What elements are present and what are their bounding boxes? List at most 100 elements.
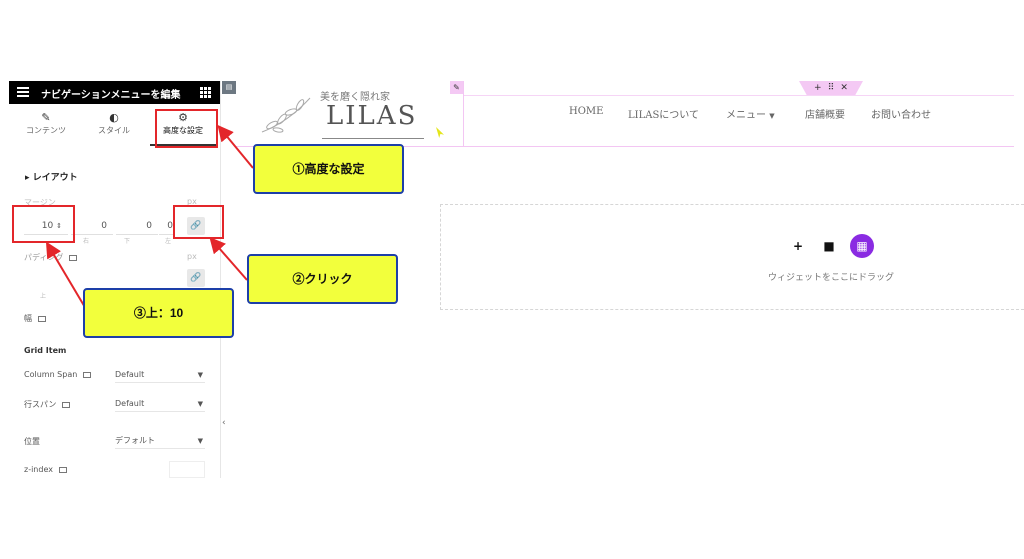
annotation-box-margin-top	[12, 205, 75, 243]
nav-item-shop-info[interactable]: 店舗概要	[805, 110, 845, 121]
arrow-to-advanced-tab	[217, 124, 254, 169]
template-library-button[interactable]: ▦	[850, 234, 874, 258]
add-template-button[interactable]: ■	[817, 234, 841, 258]
desktop-icon[interactable]	[58, 466, 67, 473]
stepper-icon[interactable]: ⇕	[56, 222, 62, 230]
desktop-icon[interactable]	[62, 401, 71, 408]
header-outline	[463, 81, 464, 147]
margin-right-value: 0	[101, 221, 107, 231]
margin-right-sublabel: 右	[83, 238, 90, 245]
panel-header: ナビゲーションメニューを編集	[9, 81, 220, 104]
add-icon[interactable]: +	[814, 83, 822, 93]
callout-click: ②クリック	[247, 254, 398, 304]
hamburger-menu-icon[interactable]	[17, 87, 29, 97]
margin-label: マージン	[24, 198, 56, 207]
site-logo[interactable]: 美を磨く隠れ家 LILAS	[258, 88, 428, 142]
caret-down-icon: ▼	[197, 371, 203, 379]
site-header	[236, 81, 1014, 147]
contrast-icon: ◐	[109, 111, 119, 124]
active-tab-indicator	[150, 144, 216, 146]
row-span-select[interactable]: Default ▼	[115, 396, 205, 412]
row-span-value: Default	[115, 399, 145, 408]
folder-icon: ■	[823, 239, 835, 253]
pencil-icon: ✎	[41, 111, 51, 124]
grid-item-title: Grid Item	[24, 346, 67, 355]
caret-down-icon: ▼	[197, 437, 203, 445]
nav-item-menu[interactable]: メニュー ▼	[726, 106, 775, 121]
logo-underline	[322, 138, 424, 139]
mouse-cursor-icon	[436, 127, 444, 138]
desktop-icon[interactable]	[83, 371, 92, 378]
margin-bottom-input[interactable]: 0	[116, 217, 158, 235]
desktop-icon[interactable]	[38, 315, 46, 322]
drag-handle-icon[interactable]: ⠿	[827, 83, 835, 93]
tab-style-label: スタイル	[98, 126, 130, 135]
logo-tagline: 美を磨く隠れ家	[320, 92, 390, 103]
position-label: 位置	[24, 437, 40, 446]
edit-widget-pencil-icon[interactable]: ✎	[450, 81, 463, 94]
section-handle[interactable]: + ⠿ ✕	[799, 81, 863, 95]
grid-icon: ▦	[856, 239, 868, 253]
callout-advanced-settings: ①高度な設定	[253, 144, 404, 194]
drop-zone-text: ウィジェットをここにドラッグ	[768, 273, 895, 283]
nav-item-home[interactable]: HOME	[569, 106, 604, 117]
margin-bottom-value: 0	[146, 221, 152, 231]
row-span-label: 行スパン	[24, 400, 57, 409]
column-span-select[interactable]: Default ▼	[115, 367, 205, 383]
padding-row: パディング	[24, 252, 78, 263]
margin-top-input[interactable]: 10 ⇕	[24, 217, 68, 235]
zindex-input[interactable]	[169, 461, 205, 478]
zindex-label: z-index	[24, 465, 53, 474]
section-layout-toggle[interactable]: ▸ レイアウト	[25, 173, 78, 183]
panel-toggle-icon[interactable]: ▤	[222, 81, 236, 94]
chevron-down-icon: ▼	[769, 112, 775, 120]
annotation-box-advanced-tab	[155, 109, 218, 148]
tab-content-label: コンテンツ	[26, 126, 66, 135]
link-icon: 🔗	[190, 221, 202, 231]
padding-unit-select[interactable]: px	[187, 252, 197, 261]
header-outline	[463, 95, 1014, 96]
panel-title: ナビゲーションメニューを編集	[41, 90, 181, 101]
annotation-box-link-button	[173, 205, 224, 239]
margin-unit-select[interactable]: px	[187, 197, 197, 206]
margin-top-value: 10	[41, 221, 54, 231]
gear-icon: ⚙	[178, 111, 188, 124]
plus-icon: +	[792, 239, 804, 253]
zindex-row: z-index	[24, 465, 67, 474]
position-select[interactable]: デフォルト ▼	[115, 433, 205, 449]
collapse-panel-arrow-icon[interactable]: ‹	[222, 418, 226, 428]
caret-down-icon: ▼	[197, 400, 203, 408]
width-label: 幅	[24, 314, 32, 323]
section-layout-title: レイアウト	[32, 173, 78, 183]
nav-item-contact[interactable]: お問い合わせ	[871, 110, 931, 121]
margin-bottom-sublabel: 下	[124, 238, 131, 245]
widgets-grid-icon[interactable]	[200, 87, 211, 98]
tab-advanced-label: 高度な設定	[163, 126, 203, 135]
position-value: デフォルト	[115, 436, 155, 445]
nav-item-about[interactable]: LILASについて	[628, 110, 700, 121]
column-span-value: Default	[115, 370, 145, 379]
tab-advanced[interactable]: ⚙ 高度な設定	[150, 111, 216, 146]
padding-link-button[interactable]: 🔗	[187, 269, 205, 287]
column-span-label: Column Span	[24, 370, 78, 379]
tab-content[interactable]: ✎ コンテンツ	[13, 111, 79, 146]
margin-left-value: 0	[167, 221, 173, 231]
tab-style[interactable]: ◐ スタイル	[81, 111, 147, 146]
margin-link-button[interactable]: 🔗	[187, 217, 205, 235]
desktop-icon[interactable]	[69, 254, 78, 261]
close-icon[interactable]: ✕	[840, 83, 848, 93]
margin-left-input[interactable]: 0	[159, 217, 173, 235]
arrow-to-link-button	[209, 236, 248, 281]
arrow-to-margin-top	[45, 241, 87, 310]
margin-right-input[interactable]: 0	[71, 217, 113, 235]
leaf-branch-icon	[261, 97, 311, 133]
callout-top-10: ③上：10	[83, 288, 234, 338]
link-icon: 🔗	[190, 273, 202, 283]
row-span-row: 行スパン	[24, 399, 71, 410]
add-section-button[interactable]: +	[786, 234, 810, 258]
position-row: 位置	[24, 436, 40, 447]
nav-item-menu-label: メニュー	[726, 110, 766, 121]
column-span-row: Column Span	[24, 370, 92, 379]
widget-drop-zone[interactable]	[440, 204, 1024, 310]
padding-label: パディング	[24, 253, 64, 262]
